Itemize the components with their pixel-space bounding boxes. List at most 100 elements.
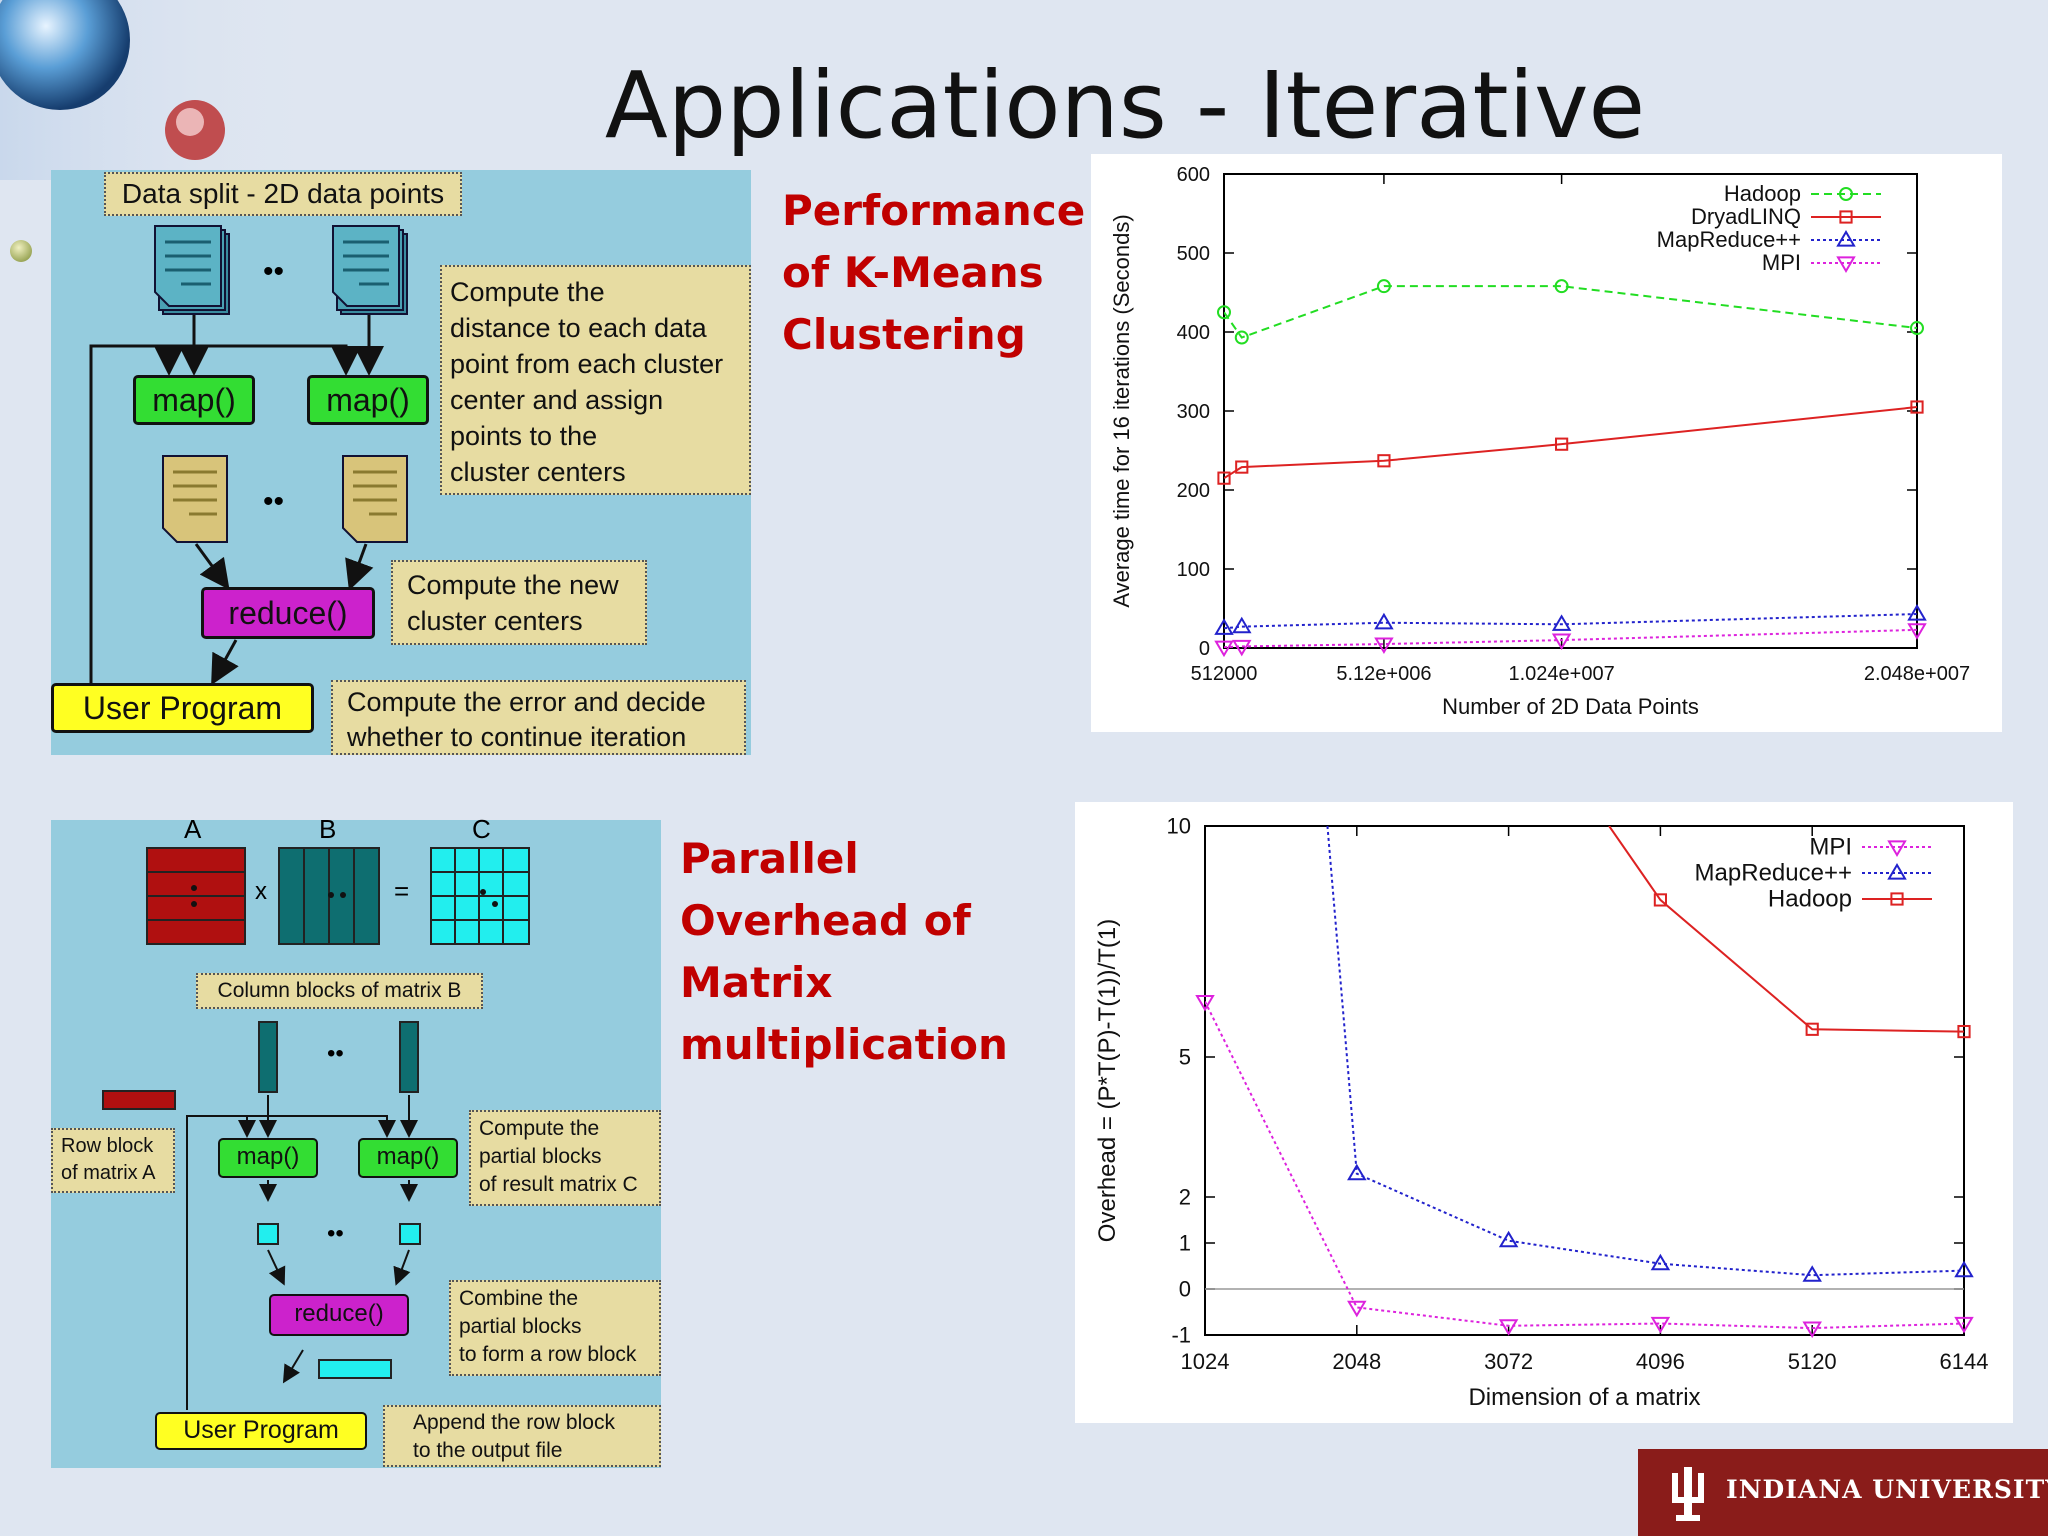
data-point xyxy=(1839,210,1853,224)
data-point xyxy=(1887,863,1907,880)
legend-label: Hadoop xyxy=(1724,181,1801,206)
globe-icon xyxy=(0,0,330,180)
data-point xyxy=(1957,1024,1971,1039)
y-tick-label: 5 xyxy=(1179,1045,1191,1070)
map-function-box: map() xyxy=(218,1138,318,1178)
data-point xyxy=(1805,1022,1819,1036)
matrix-flow-diagram xyxy=(102,847,530,1410)
data-point xyxy=(1498,1230,1519,1248)
y-tick-label: 1 xyxy=(1179,1231,1191,1256)
user-program-note: Compute the error and decide whether to … xyxy=(331,680,746,755)
data-point xyxy=(1234,330,1249,345)
legend-label: DryadLINQ xyxy=(1691,204,1801,229)
legend-label: Hadoop xyxy=(1768,886,1852,913)
legend-label: MPI xyxy=(1809,834,1852,861)
plot-frame xyxy=(1204,825,1965,1336)
document-stack-icon xyxy=(332,225,408,315)
globe-decoration xyxy=(0,0,330,180)
y-tick-label: 400 xyxy=(1177,322,1210,344)
data-point xyxy=(1551,633,1572,651)
data-point xyxy=(1232,639,1252,657)
series-line xyxy=(1326,826,1964,1277)
x-tick-label: 2048 xyxy=(1332,1349,1381,1374)
small-orb-icon xyxy=(10,240,32,262)
series-line xyxy=(1224,406,1917,479)
data-point xyxy=(1551,614,1572,631)
data-split-label: Data split - 2D data points xyxy=(104,172,462,216)
plot-frame xyxy=(1223,173,1918,649)
x-tick-label: 5.12e+006 xyxy=(1336,663,1431,685)
matrix-heading: Parallel Overhead of Matrix multiplicati… xyxy=(680,834,1008,1069)
data-point xyxy=(1214,618,1234,635)
data-point xyxy=(1954,1260,1974,1278)
kmeans-flow-arrows xyxy=(89,225,408,686)
ellipsis: •• xyxy=(263,255,285,288)
column-block-icon xyxy=(399,1021,419,1093)
matrix-diagram-panel: A B C x = Column blocks of matrix B •• •… xyxy=(51,814,661,1468)
data-point xyxy=(1836,230,1856,247)
data-point xyxy=(1650,1316,1671,1334)
row-block-icon xyxy=(102,1090,176,1110)
data-point xyxy=(1377,454,1391,468)
kmeans-heading: Performance of K-Means Clustering xyxy=(782,186,1086,359)
data-point xyxy=(1887,840,1907,857)
matrix-c-label: C xyxy=(472,814,491,844)
x-tick-label: 1.024e+007 xyxy=(1508,663,1614,685)
x-axis-label: Dimension of a matrix xyxy=(1468,1384,1700,1411)
map-step-note: Compute the distance to each data point … xyxy=(440,265,751,495)
map-step-note: Compute the partial blocks of result mat… xyxy=(469,1110,661,1206)
data-point xyxy=(1235,460,1249,474)
data-point xyxy=(1195,994,1215,1012)
reduce-function-box: reduce() xyxy=(269,1294,409,1336)
series-line xyxy=(1205,1001,1964,1330)
y-tick-label: 0 xyxy=(1199,638,1210,660)
data-point xyxy=(1498,1319,1519,1336)
data-point xyxy=(1232,616,1252,634)
reduce-step-note: Combine the partial blocks to form a row… xyxy=(449,1280,661,1376)
times-sign: x xyxy=(255,878,267,905)
university-logo: INDIANA UNIVERSITY xyxy=(1638,1449,2048,1536)
data-point xyxy=(1910,400,1924,414)
matrix-a-label: A xyxy=(184,814,202,844)
data-point xyxy=(1217,305,1231,320)
legend-label: MapReduce++ xyxy=(1657,227,1801,252)
reduce-step-note: Compute the new cluster centers xyxy=(391,560,647,645)
x-tick-label: 1024 xyxy=(1181,1349,1230,1374)
data-point xyxy=(1839,187,1853,201)
data-point xyxy=(1802,1321,1822,1339)
document-icon xyxy=(162,455,228,543)
document-icon xyxy=(342,455,408,543)
data-point xyxy=(1555,437,1569,451)
series-line xyxy=(1224,613,1917,630)
ellipsis: •• xyxy=(263,485,285,518)
map-function-box: map() xyxy=(133,375,255,425)
result-row-block-icon xyxy=(318,1359,392,1379)
ellipsis: •• xyxy=(327,1040,344,1067)
data-point xyxy=(1802,1265,1822,1282)
series-line xyxy=(1224,628,1917,648)
series-line xyxy=(1224,285,1917,339)
data-point xyxy=(1954,1316,1974,1334)
matrix-c-icon xyxy=(430,847,530,945)
x-tick-label: 2.048e+007 xyxy=(1864,663,1970,685)
x-tick-label: 4096 xyxy=(1636,1349,1685,1374)
data-point xyxy=(1907,623,1927,640)
y-tick-label: 300 xyxy=(1177,401,1210,423)
data-point xyxy=(1374,612,1394,630)
row-block-label: Row block of matrix A xyxy=(51,1128,175,1193)
y-tick-label: -1 xyxy=(1171,1323,1191,1348)
matrix-a-icon xyxy=(146,847,246,945)
matrix-b-label: B xyxy=(319,814,337,844)
x-tick-label: 6144 xyxy=(1940,1349,1989,1374)
user-program-box: User Program xyxy=(51,683,314,733)
document-stack-icon xyxy=(154,225,230,315)
user-program-box: User Program xyxy=(155,1412,367,1450)
y-tick-label: 600 xyxy=(1177,164,1210,186)
data-point xyxy=(1376,279,1391,294)
x-tick-label: 512000 xyxy=(1191,663,1258,685)
x-axis-label: Number of 2D Data Points xyxy=(1442,694,1699,719)
kmeans-diagram-panel: Data split - 2D data points •• •• map() … xyxy=(51,170,751,755)
